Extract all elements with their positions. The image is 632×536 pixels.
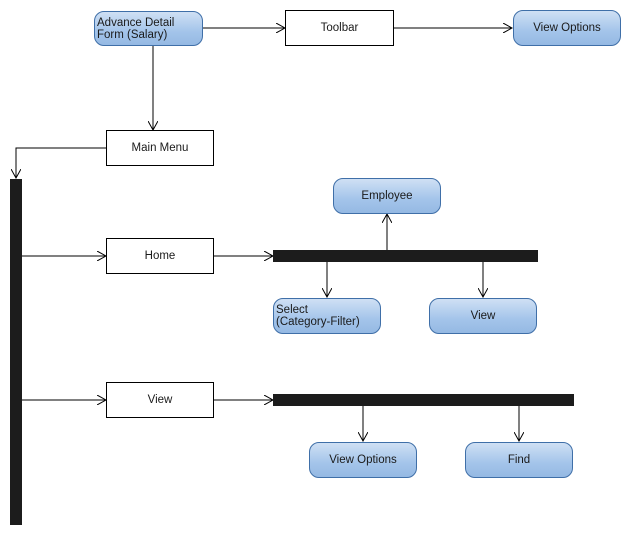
employee-node: Employee bbox=[333, 178, 441, 214]
view-menu-node: View bbox=[106, 382, 214, 418]
find-node: Find bbox=[465, 442, 573, 478]
employee-label: Employee bbox=[361, 190, 413, 202]
view-options-bottom-node: View Options bbox=[309, 442, 417, 478]
home-node: Home bbox=[106, 238, 214, 274]
advance-detail-form-node: Advance Detail Form (Salary) bbox=[94, 11, 203, 46]
select-category-label: Select (Category-Filter) bbox=[276, 304, 360, 328]
view-options-top-node: View Options bbox=[513, 10, 621, 46]
toolbar-label: Toolbar bbox=[320, 22, 359, 34]
main-menu-label: Main Menu bbox=[131, 142, 189, 154]
main-menu-node: Main Menu bbox=[106, 130, 214, 166]
view-home-label: View bbox=[470, 310, 496, 322]
fork-bar-vertical bbox=[10, 179, 22, 525]
fork-bar-home bbox=[273, 250, 538, 262]
toolbar-node: Toolbar bbox=[285, 10, 394, 46]
view-home-node: View bbox=[429, 298, 537, 334]
fork-bar-view bbox=[273, 394, 574, 406]
find-label: Find bbox=[507, 454, 531, 466]
home-label: Home bbox=[144, 250, 176, 262]
view-options-top-label: View Options bbox=[533, 22, 601, 34]
edge-main-menu-to-fork bbox=[16, 147, 106, 178]
advance-detail-form-label: Advance Detail Form (Salary) bbox=[97, 16, 175, 41]
view-menu-label: View bbox=[147, 394, 173, 406]
view-options-bottom-label: View Options bbox=[329, 454, 397, 466]
select-category-node: Select (Category-Filter) bbox=[273, 298, 381, 334]
